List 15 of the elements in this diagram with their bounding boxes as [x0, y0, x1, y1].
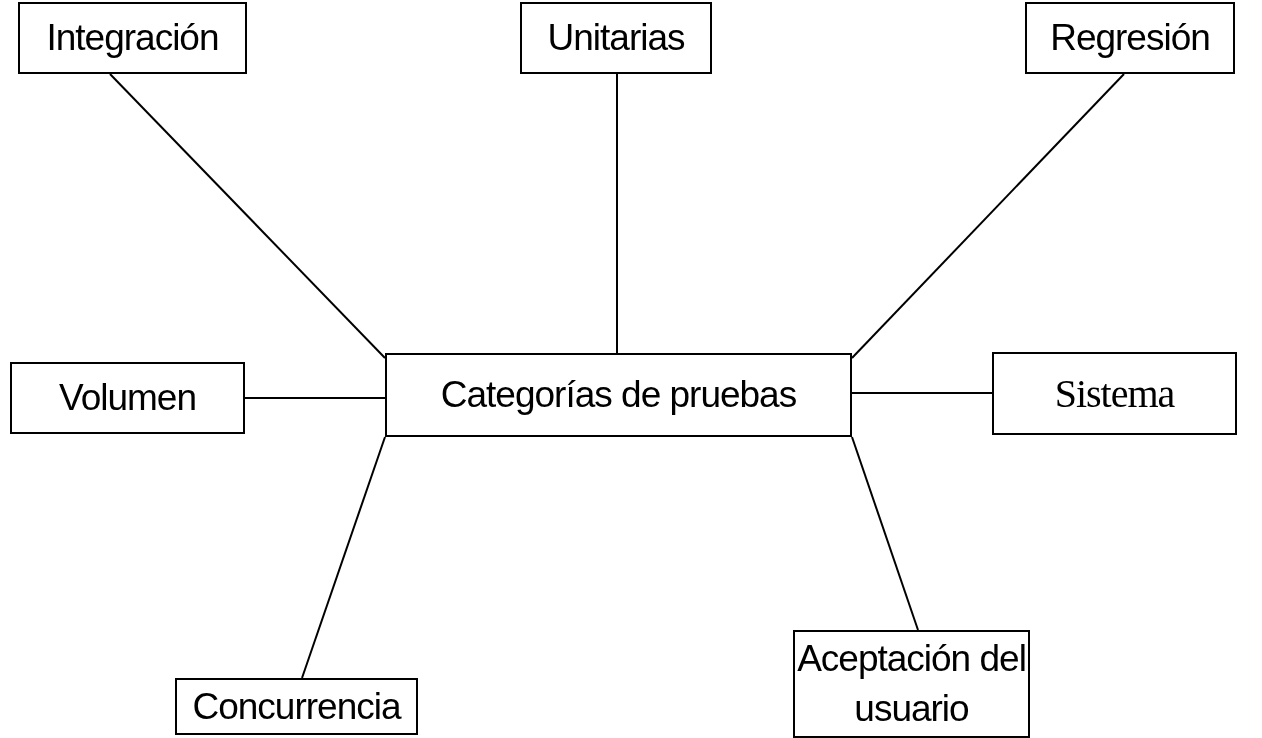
connector-line [109, 73, 386, 359]
connector-line [851, 436, 919, 631]
category-box: Aceptación del usuario [793, 630, 1030, 738]
connector-line [851, 392, 993, 394]
connector-line [616, 73, 618, 354]
category-box: Volumen [10, 362, 245, 434]
category-box: Categorías de pruebas [385, 353, 852, 437]
connector-line [244, 397, 386, 399]
category-box: Unitarias [520, 2, 712, 74]
connector-line [301, 436, 386, 679]
connector-line [851, 73, 1125, 359]
category-box: Integración [18, 2, 247, 74]
category-box: Sistema [992, 352, 1237, 435]
category-box: Concurrencia [175, 678, 418, 735]
category-box: Regresión [1025, 2, 1235, 74]
